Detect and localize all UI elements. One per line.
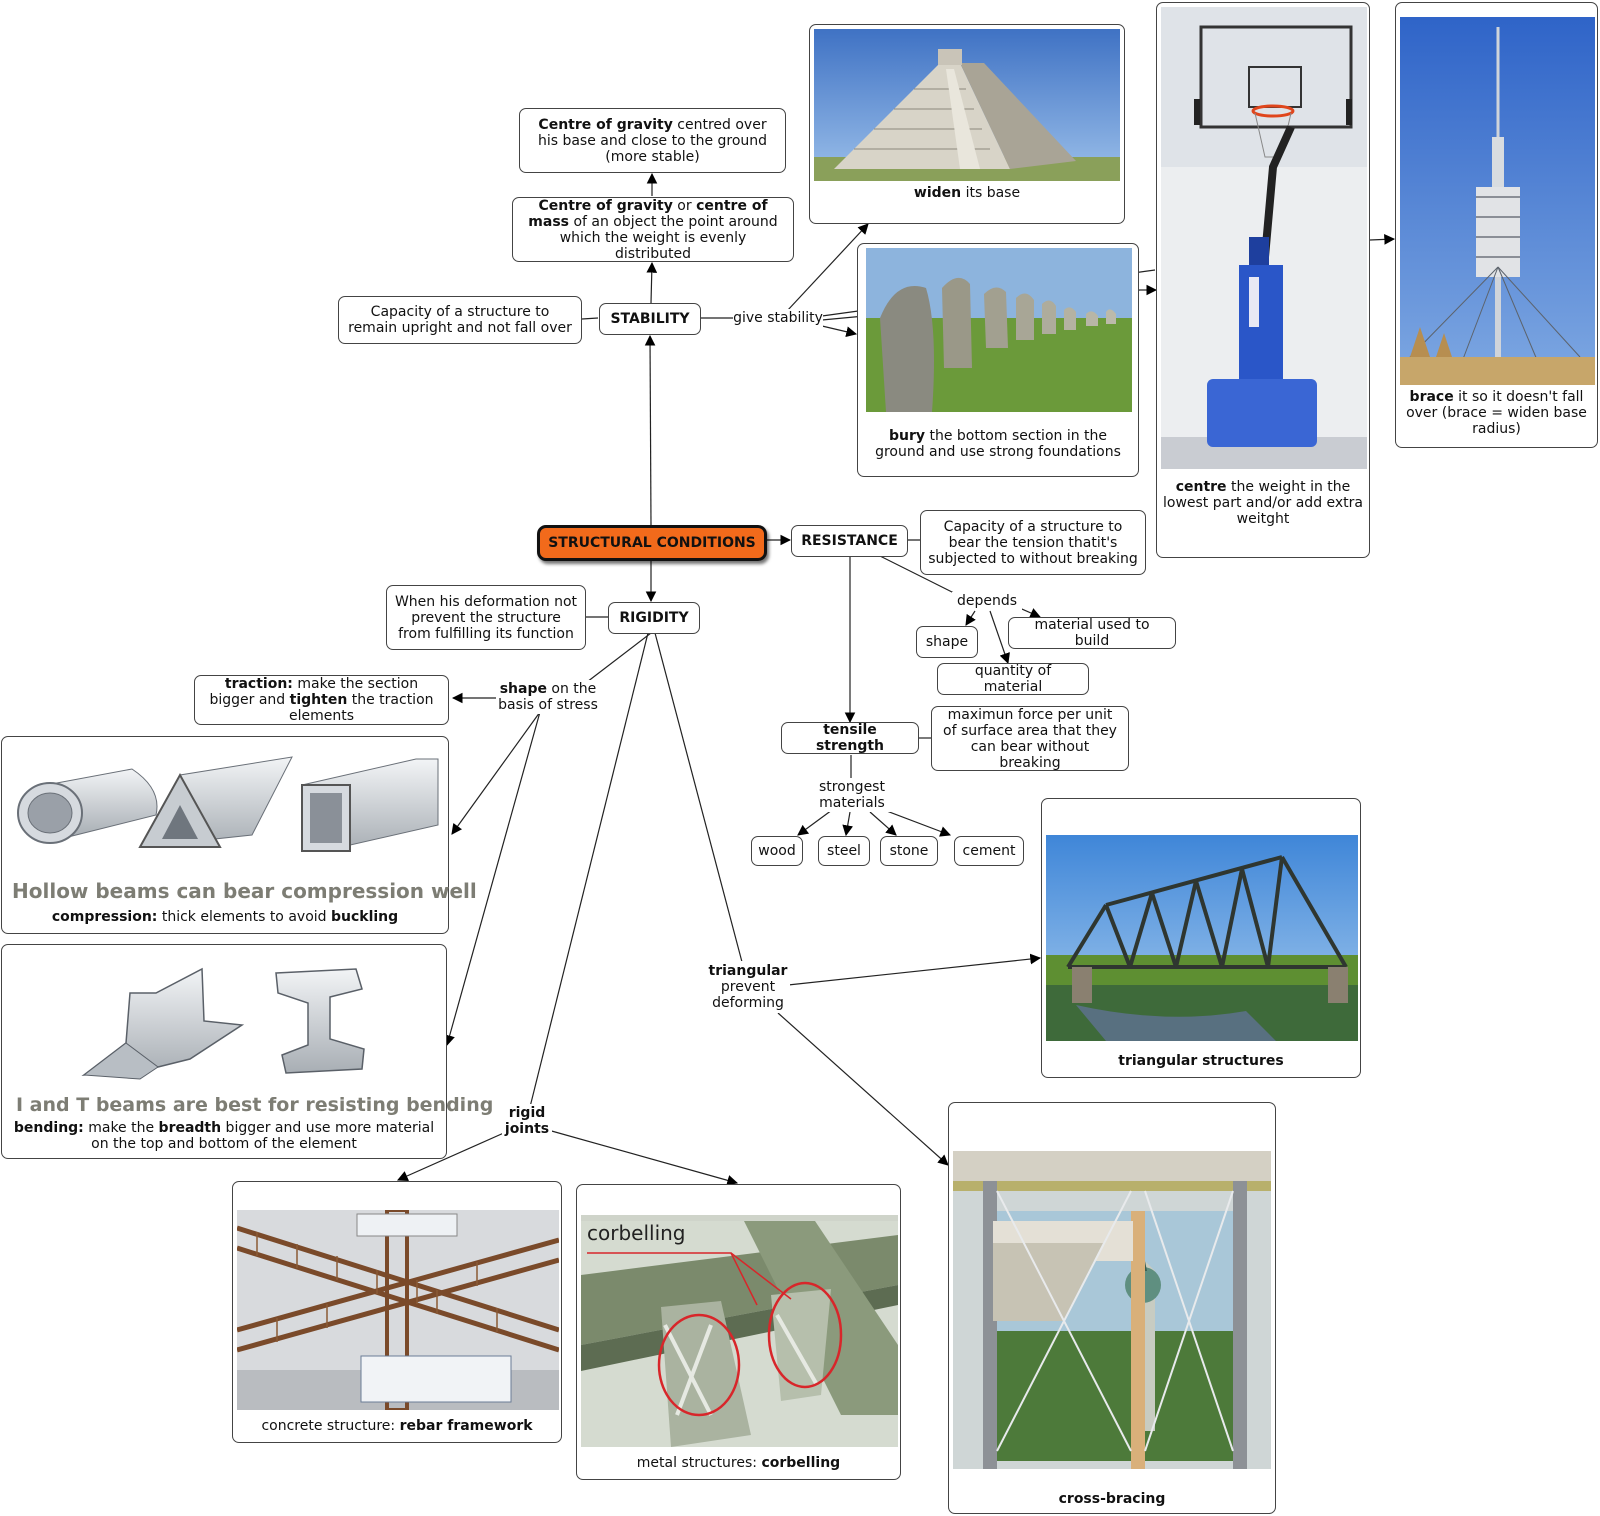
link-root-stability <box>644 334 656 527</box>
breadth-term: breadth <box>158 1120 222 1136</box>
standing-stones-image <box>866 248 1132 412</box>
cross-bracing-image <box>953 1151 1271 1469</box>
pyramid-image <box>814 29 1120 181</box>
centre-of-gravity-node[interactable]: Centre of gravity or centre of mass of a… <box>512 197 794 262</box>
tensile-definition: maximun force per unit of surface area t… <box>931 706 1129 771</box>
cross-bracing-caption: cross-bracing <box>1058 1491 1166 1507</box>
brace-text: it so it doesn't fall over (brace = wide… <box>1406 389 1587 437</box>
traction-node[interactable]: traction: make the section bigger and ti… <box>194 675 449 725</box>
compression-card[interactable]: Hollow beams can bear compression well c… <box>1 736 477 934</box>
traction-text-2: the traction elements <box>288 692 434 724</box>
centre-weight-card[interactable]: centre the weight in the lowest part and… <box>1156 2 1370 558</box>
widen-term: widen <box>913 185 962 201</box>
rebar-term: rebar framework <box>399 1418 533 1434</box>
metal-text: metal structures: <box>636 1455 762 1471</box>
triangular-label: triangular prevent deforming <box>706 961 790 1013</box>
link-rigidity-shape <box>586 632 652 683</box>
material-steel[interactable]: steel <box>818 836 870 866</box>
widen-base-card[interactable]: widen its base <box>809 24 1125 224</box>
traction-text: make the section bigger and <box>209 676 419 708</box>
strongest-materials-label: strongest materials <box>812 778 892 812</box>
traction-term: traction: <box>224 676 293 692</box>
cog-detail-term: Centre of gravity <box>538 116 673 133</box>
rigidity-node[interactable]: RIGIDITY <box>608 602 700 634</box>
structural-conditions-node[interactable]: STRUCTURAL CONDITIONS <box>537 525 767 561</box>
resistance-definition: Capacity of a structure to bear the tens… <box>920 510 1146 575</box>
bending-term: bending: <box>13 1120 84 1136</box>
material-cement[interactable]: cement <box>954 836 1024 866</box>
link-give-widen <box>786 223 869 312</box>
depends-label: depends <box>952 592 1022 610</box>
basketball-hoop-image <box>1161 7 1367 469</box>
bury-card[interactable]: bury the bottom section in the ground an… <box>857 243 1139 477</box>
shape-stress-term: shape <box>499 681 547 697</box>
brace-card[interactable]: brace it so it doesn't fall over (brace … <box>1395 2 1598 448</box>
cog-text: of an object the point around which the … <box>559 213 778 262</box>
hollow-beams-title: Hollow beams can bear compression well <box>12 879 477 903</box>
rebar-text: concrete structure: <box>261 1418 400 1434</box>
cog-term: Centre of gravity <box>538 197 673 214</box>
compression-term: compression: <box>51 909 158 925</box>
truss-bridge-image <box>1046 835 1358 1041</box>
triangular-text: prevent deforming <box>712 979 784 1011</box>
rigidity-definition: When his deformation not prevent the str… <box>386 585 586 650</box>
corbelling-image <box>581 1215 898 1447</box>
material-wood[interactable]: wood <box>751 836 803 866</box>
bury-text: the bottom section in the ground and use… <box>875 428 1121 460</box>
cog-or: or <box>672 197 697 214</box>
link-give-bury <box>821 325 858 338</box>
rigid-joints-label: rigid joints <box>502 1104 552 1138</box>
tower-image <box>1400 17 1595 385</box>
give-stability-label: give stability <box>733 309 823 327</box>
shape-stress-label: shape on the basis of stress <box>496 680 600 714</box>
centre-term: centre <box>1175 479 1227 495</box>
metal-term: corbelling <box>761 1455 841 1471</box>
compression-text: thick elements to avoid <box>157 909 331 925</box>
triangular-structures-card[interactable]: triangular structures <box>1041 798 1361 1078</box>
tensile-strength-node[interactable]: tensile strength <box>781 722 919 754</box>
cog-detail-text: centred over his base and close to the g… <box>537 116 768 165</box>
quantity-node[interactable]: quantity of material <box>937 663 1089 695</box>
link-resistance-depends <box>879 555 961 597</box>
triangular-structures-caption: triangular structures <box>1118 1053 1284 1069</box>
buckling-term: buckling <box>330 909 399 925</box>
link-rigidity-triangular <box>654 632 743 963</box>
bending-text: make the <box>83 1120 159 1136</box>
resistance-node[interactable]: RESISTANCE <box>791 525 908 557</box>
centre-text: the weight in the lowest part and/or add… <box>1162 479 1364 527</box>
rebar-framework-image <box>237 1210 559 1410</box>
i-t-beams-image <box>6 963 444 1093</box>
hollow-beams-image <box>6 745 446 893</box>
cog-detail-node[interactable]: Centre of gravity centred over his base … <box>519 108 786 173</box>
link-stability-def <box>581 317 599 320</box>
corbelling-card[interactable]: corbelling metal structures: corbelling <box>576 1184 901 1480</box>
tighten-term: tighten <box>289 692 348 708</box>
rebar-card[interactable]: concrete structure: rebar framework <box>232 1181 562 1443</box>
material-stone[interactable]: stone <box>880 836 938 866</box>
stability-node[interactable]: STABILITY <box>599 303 701 335</box>
rigid-joints-term: rigid joints <box>504 1105 550 1137</box>
shape-stress-text: on the basis of stress <box>498 681 598 713</box>
bending-card[interactable]: I and T beams are best for resisting ben… <box>1 944 493 1159</box>
link-rigidity-rigid <box>529 632 649 1108</box>
triangular-term: triangular <box>708 963 788 979</box>
widen-text: its base <box>961 185 1021 201</box>
corbelling-label: corbelling <box>587 1221 686 1245</box>
bury-term: bury <box>888 428 925 444</box>
link-stability-cog <box>646 261 658 304</box>
cross-bracing-card[interactable]: cross-bracing <box>948 1102 1276 1514</box>
shape-node[interactable]: shape <box>916 626 978 658</box>
material-node[interactable]: material used to build <box>1008 617 1176 649</box>
brace-term: brace <box>1409 389 1454 405</box>
i-t-beams-title: I and T beams are best for resisting ben… <box>16 1094 494 1116</box>
com-term: centre of mass <box>528 197 768 230</box>
stability-definition: Capacity of a structure to remain uprigh… <box>338 296 582 344</box>
bending-text-2: bigger and use more material on the top … <box>91 1120 435 1152</box>
